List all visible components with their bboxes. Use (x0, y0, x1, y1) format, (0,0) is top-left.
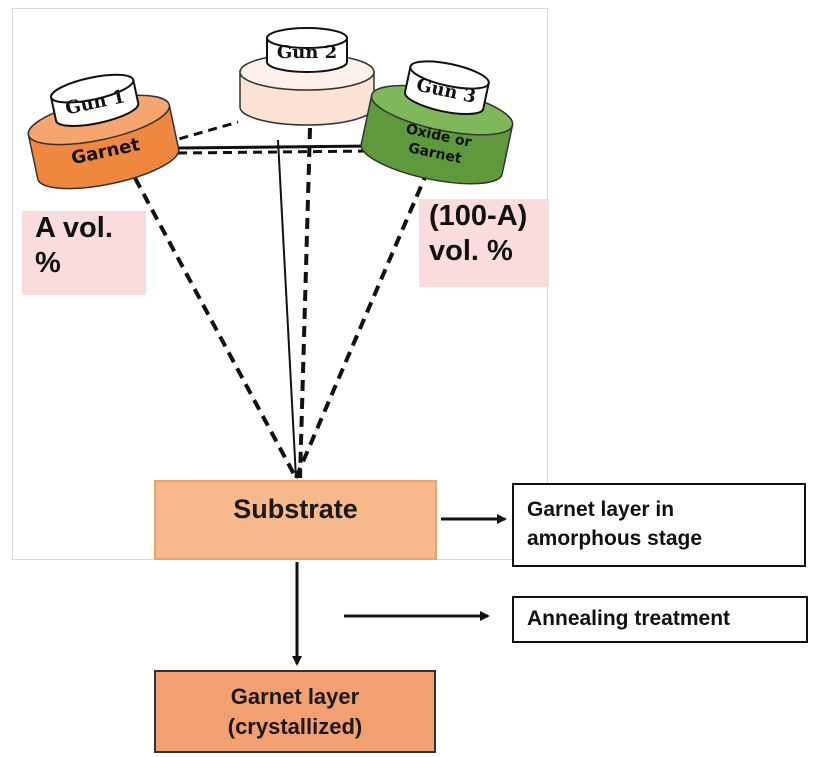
gun3-fraction-line2: vol. % (429, 234, 513, 267)
amorphous-note-line1: Garnet layer in (527, 498, 675, 522)
gun3-fraction-line1: (100-A) (429, 200, 528, 232)
gun2-dashed-flux-line (298, 127, 312, 479)
result-line1: Garnet layer (230, 683, 360, 709)
gun1-fraction-box: A vol. % (22, 211, 146, 295)
annealing-label: Annealing treatment (527, 607, 731, 631)
gun1-gun3-dashed-line (177, 149, 373, 155)
substrate-label: Substrate (233, 493, 358, 524)
amorphous-stage-note: Garnet layer in amorphous stage (512, 483, 806, 567)
substrate-box: Substrate (154, 480, 437, 560)
gun1-fraction-line2: % (35, 246, 61, 279)
gun1-gun3-solid-line (177, 144, 373, 150)
gun-3: Gun 3 Oxide or Garnet (360, 60, 514, 185)
annealing-note: Annealing treatment (512, 596, 808, 643)
gun3-fraction-box: (100-A) vol. % (419, 199, 549, 287)
gun1-fraction-line1: A vol. (35, 212, 113, 244)
result-line2: (crystallized) (227, 713, 363, 739)
gun-1: Gun 1 Garnet (27, 73, 180, 190)
gun1-flux-line (133, 177, 298, 479)
crystallized-layer-box: Garnet layer (crystallized) (154, 670, 436, 753)
sputter-flux-lines (133, 127, 430, 479)
gun2-label: Gun 2 (277, 42, 337, 63)
process-arrows (292, 514, 507, 666)
gun3-flux-line (294, 169, 430, 479)
gun-2: Gun 2 (239, 27, 375, 126)
amorphous-note-line2: amorphous stage (527, 527, 703, 550)
gun2-solid-flux-line (277, 139, 297, 479)
gun1-gun2-dashed-line (164, 120, 239, 145)
